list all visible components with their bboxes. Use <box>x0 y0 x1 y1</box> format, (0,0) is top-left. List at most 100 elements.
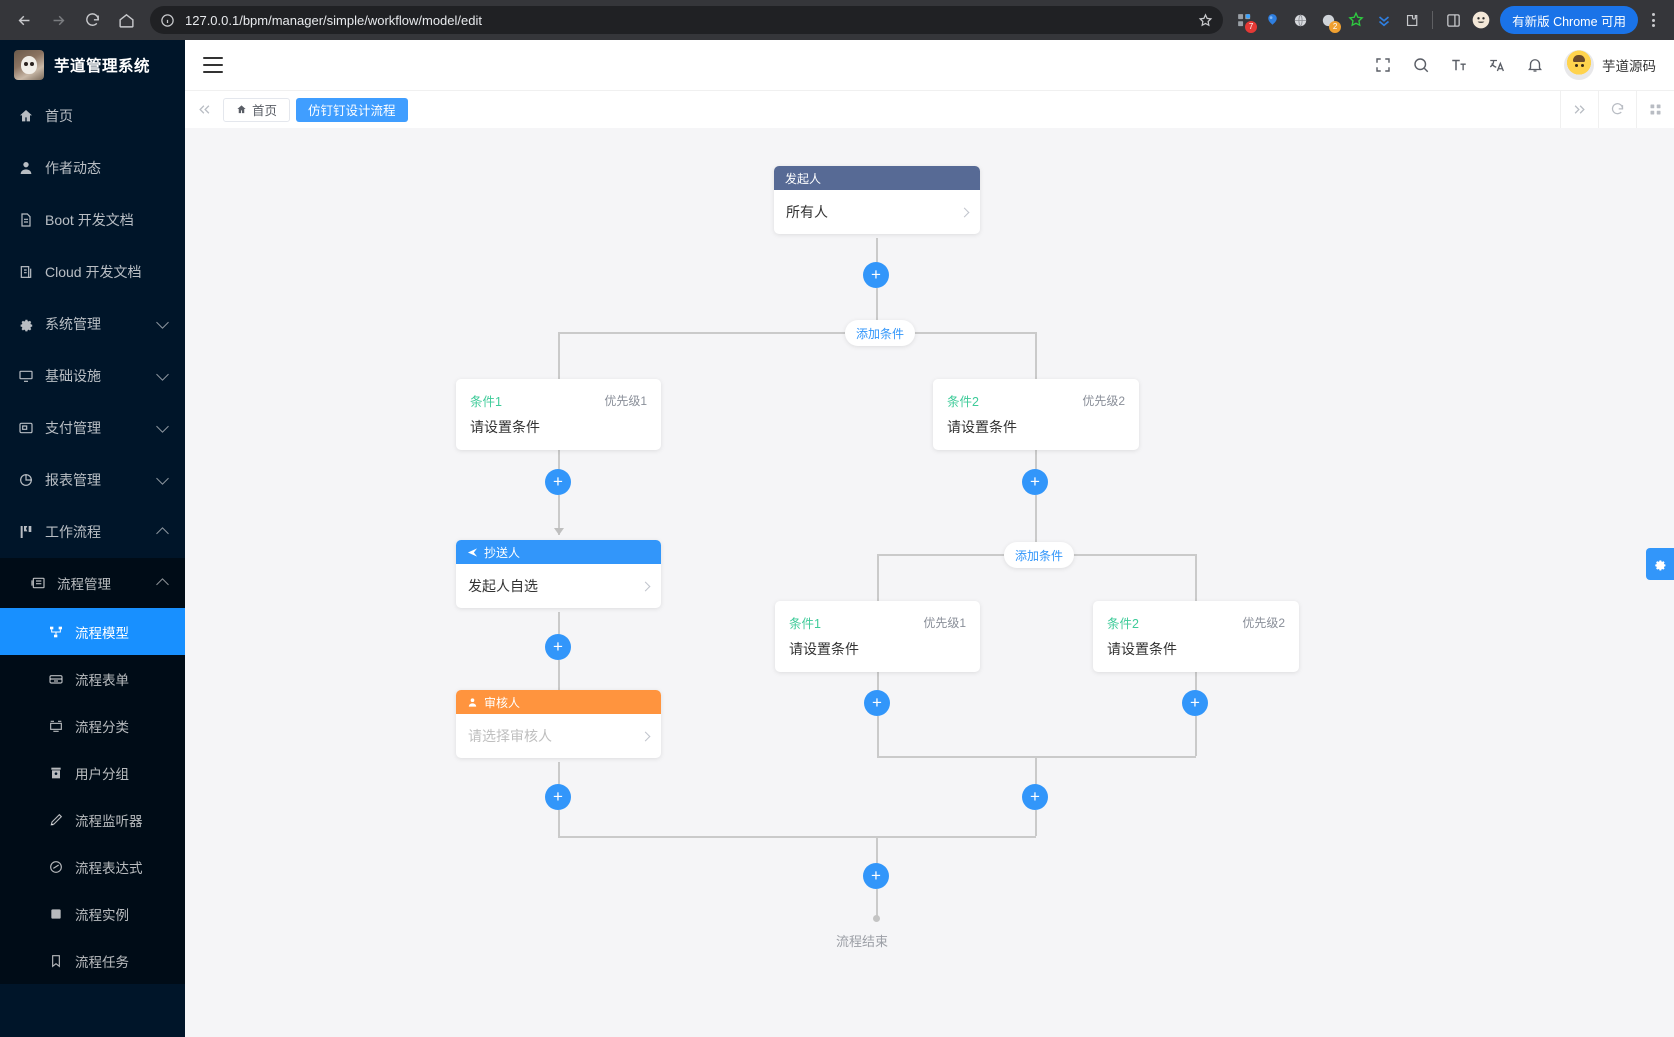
add-node-button[interactable]: + <box>545 469 571 495</box>
sidebar-item-system-management[interactable]: 系统管理 <box>0 298 185 350</box>
sidebar-item-process-form[interactable]: 流程表单 <box>0 655 185 702</box>
hamburger-menu-icon[interactable] <box>203 57 223 73</box>
back-arrow-icon[interactable] <box>8 4 40 36</box>
sidebar-item-label: 流程监听器 <box>75 810 167 830</box>
main-area: 芋道源码 首页 仿钉钉设计流程 <box>185 40 1674 1037</box>
sidebar-item-report[interactable]: 报表管理 <box>0 454 185 506</box>
refresh-icon[interactable] <box>1598 91 1636 129</box>
add-node-button[interactable]: + <box>545 634 571 660</box>
add-node-button[interactable]: + <box>863 863 889 889</box>
condition-name: 条件2 <box>947 391 1082 410</box>
font-size-icon[interactable] <box>1450 56 1468 74</box>
star-icon[interactable] <box>1198 13 1213 28</box>
grid-layout-icon[interactable] <box>1636 91 1674 129</box>
tab-home[interactable]: 首页 <box>223 98 290 122</box>
add-node-button[interactable]: + <box>863 262 889 288</box>
send-icon <box>467 547 478 558</box>
forward-arrow-icon[interactable] <box>42 4 74 36</box>
task-icon <box>48 953 64 969</box>
condition-node-1[interactable]: 条件1 优先级1 请设置条件 <box>456 379 661 450</box>
user-icon <box>18 160 34 176</box>
sidebar-item-label: 流程任务 <box>75 951 167 971</box>
chevron-down-icon <box>156 316 169 329</box>
payment-icon <box>18 420 34 436</box>
sidebar-item-infrastructure[interactable]: 基础设施 <box>0 350 185 402</box>
add-condition-button-2[interactable]: 添加条件 <box>1004 542 1074 568</box>
reload-icon[interactable] <box>76 4 108 36</box>
search-icon[interactable] <box>1412 56 1430 74</box>
sidebar-item-cloud-docs[interactable]: Cloud 开发文档 <box>0 246 185 298</box>
tab-dingtalk-flow-designer[interactable]: 仿钉钉设计流程 <box>296 98 408 122</box>
sidebar-item-process-model[interactable]: 流程模型 <box>0 608 185 655</box>
sidebar-item-label: 作者动态 <box>45 158 167 178</box>
node-header: 发起人 <box>774 166 980 190</box>
app-header: 芋道源码 <box>185 40 1674 90</box>
address-bar[interactable]: 127.0.0.1/bpm/manager/simple/workflow/mo… <box>150 6 1223 34</box>
chrome-menu-icon[interactable] <box>1640 13 1666 27</box>
node-approver[interactable]: 审核人 请选择审核人 <box>456 690 661 758</box>
sidebar-item-boot-docs[interactable]: Boot 开发文档 <box>0 194 185 246</box>
workflow-canvas[interactable]: 发起人 所有人 + 添加条件 <box>185 128 1674 1037</box>
node-header: 审核人 <box>456 690 661 714</box>
sidebar-item-home[interactable]: 首页 <box>0 90 185 142</box>
home-icon <box>236 104 247 115</box>
condition-header: 条件2 优先级2 <box>933 379 1139 410</box>
sidebar-item-label: 用户分组 <box>75 763 167 783</box>
node-body[interactable]: 发起人自选 <box>456 564 661 608</box>
add-condition-button-1[interactable]: 添加条件 <box>845 320 915 346</box>
bell-icon[interactable] <box>1526 56 1544 74</box>
node-body[interactable]: 请选择审核人 <box>456 714 661 758</box>
site-info-icon[interactable] <box>160 13 175 28</box>
sidebar-item-process-management[interactable]: 流程管理 <box>0 558 185 608</box>
user-menu[interactable]: 芋道源码 <box>1564 50 1656 80</box>
extension-grid-icon[interactable]: 7 <box>1231 6 1257 34</box>
add-node-button[interactable]: + <box>1022 469 1048 495</box>
condition-priority: 优先级1 <box>923 614 966 631</box>
extension-moon-icon[interactable]: 2 <box>1315 6 1341 34</box>
extension-star-outline-icon[interactable] <box>1343 6 1369 34</box>
monitor-icon <box>18 368 34 384</box>
node-initiator[interactable]: 发起人 所有人 <box>774 166 980 234</box>
extension-chevrons-down-icon[interactable] <box>1371 6 1397 34</box>
sidebar-item-workflow[interactable]: 工作流程 <box>0 506 185 558</box>
add-node-button[interactable]: + <box>545 784 571 810</box>
sidebar-logo[interactable]: 芋道管理系统 <box>0 40 185 90</box>
sidebar-item-process-instance[interactable]: 流程实例 <box>0 890 185 937</box>
condition-node-2-1[interactable]: 条件1 优先级1 请设置条件 <box>775 601 980 672</box>
document-icon <box>18 212 34 228</box>
add-node-button[interactable]: + <box>864 690 890 716</box>
node-body[interactable]: 所有人 <box>774 190 980 234</box>
home-icon[interactable] <box>110 4 142 36</box>
instance-icon <box>48 906 64 922</box>
node-cc[interactable]: 抄送人 发起人自选 <box>456 540 661 608</box>
sidebar-item-process-listener[interactable]: 流程监听器 <box>0 796 185 843</box>
condition-node-2-2[interactable]: 条件2 优先级2 请设置条件 <box>1093 601 1299 672</box>
extension-globe-icon[interactable] <box>1287 6 1313 34</box>
sidebar-item-payment[interactable]: 支付管理 <box>0 402 185 454</box>
side-panel-icon[interactable] <box>1440 6 1466 34</box>
settings-panel-toggle[interactable] <box>1646 548 1674 580</box>
double-chevron-right-icon[interactable] <box>1560 91 1598 129</box>
sidebar-item-process-category[interactable]: 流程分类 <box>0 702 185 749</box>
sidebar-item-process-task[interactable]: 流程任务 <box>0 937 185 984</box>
extension-puzzle-icon[interactable] <box>1399 6 1425 34</box>
chevron-right-icon <box>641 731 651 741</box>
condition-node-2[interactable]: 条件2 优先级2 请设置条件 <box>933 379 1139 450</box>
sidebar-item-author-news[interactable]: 作者动态 <box>0 142 185 194</box>
extension-balloon-icon[interactable] <box>1259 6 1285 34</box>
add-node-button[interactable]: + <box>1022 784 1048 810</box>
node-body-value: 发起人自选 <box>468 576 634 596</box>
translate-icon[interactable] <box>1488 56 1506 74</box>
condition-body: 请设置条件 <box>1093 632 1299 672</box>
sidebar-item-label: 流程表单 <box>75 669 167 689</box>
condition-body: 请设置条件 <box>933 410 1139 450</box>
fullscreen-icon[interactable] <box>1374 56 1392 74</box>
sidebar-item-process-expression[interactable]: 流程表达式 <box>0 843 185 890</box>
sidebar-item-user-group[interactable]: 用户分组 <box>0 749 185 796</box>
add-node-button[interactable]: + <box>1182 690 1208 716</box>
double-chevron-left-icon[interactable] <box>185 91 223 129</box>
chrome-update-button[interactable]: 有新版 Chrome 可用 <box>1500 6 1638 34</box>
gear-icon <box>18 316 34 332</box>
profile-avatar-icon[interactable] <box>1468 6 1494 34</box>
home-icon <box>18 108 34 124</box>
